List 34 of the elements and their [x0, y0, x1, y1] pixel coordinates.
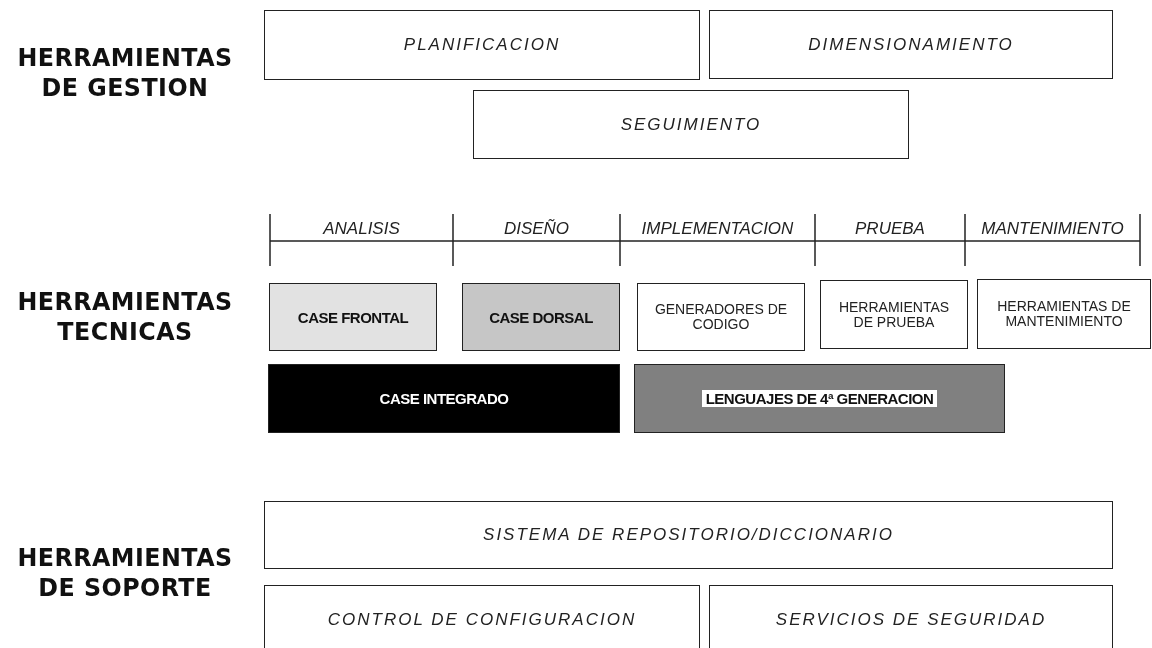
box-label: CASE DORSAL [489, 308, 593, 326]
phase-label: PRUEBA [854, 219, 926, 239]
box-label: DIMENSIONAMIENTO [808, 34, 1014, 55]
tool-box [709, 10, 1113, 79]
phase-label: DISEÑO [502, 219, 571, 239]
tool-box [269, 283, 437, 351]
tool-box [977, 279, 1151, 349]
tool-box [462, 283, 620, 351]
box-label: HERRAMIENTAS DE PRUEBA [837, 299, 951, 330]
box-label: LENGUAJES DE 4ª GENERACION [701, 390, 938, 407]
tool-box [637, 283, 805, 351]
tool-box [264, 10, 700, 80]
box-label: SERVICIOS DE SEGURIDAD [775, 610, 1047, 630]
tool-box [473, 90, 909, 159]
category-heading: HERRAMIENTAS TECNICAS [16, 287, 234, 347]
phase-label: MANTENIMIENTO [980, 219, 1125, 239]
tool-box [264, 585, 700, 648]
box-label: SISTEMA DE REPOSITORIO/DICCIONARIO [483, 525, 894, 545]
tool-box [264, 501, 1113, 569]
tool-box [634, 364, 1005, 433]
phase-label: ANALISIS [321, 219, 401, 239]
tool-box [268, 364, 620, 433]
box-label: CONTROL DE CONFIGURACION [327, 610, 637, 630]
box-label: PLANIFICACION [403, 35, 561, 55]
box-label: SEGUIMIENTO [620, 114, 762, 135]
tool-box [709, 585, 1113, 648]
box-label: HERRAMIENTAS DE MANTENIMIENTO [996, 299, 1132, 329]
box-label: GENERADORES DE CODIGO [653, 302, 789, 332]
category-heading: HERRAMIENTAS DE SOPORTE [16, 543, 234, 603]
category-heading: HERRAMIENTAS DE GESTION [16, 43, 234, 103]
phase-label: IMPLEMENTACION [640, 219, 795, 239]
tool-box [820, 280, 968, 349]
box-label: CASE INTEGRADO [379, 390, 509, 407]
box-label: CASE FRONTAL [297, 308, 409, 326]
